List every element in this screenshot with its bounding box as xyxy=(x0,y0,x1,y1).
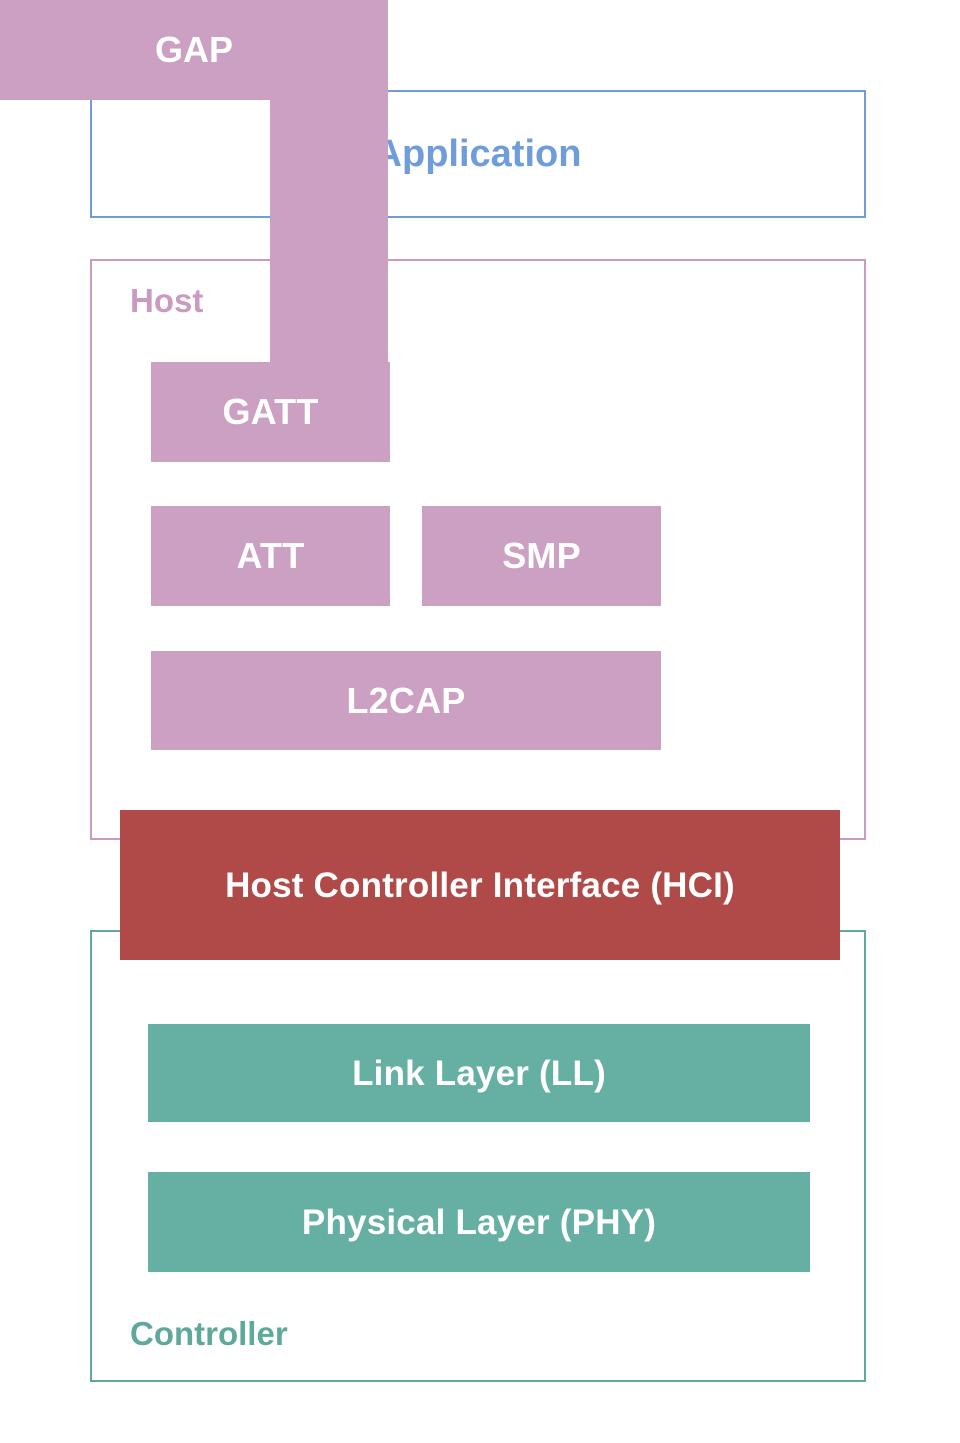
host-group-label: Host xyxy=(130,282,204,319)
block-l2cap: L2CAP xyxy=(151,651,661,750)
block-physical-layer: Physical Layer (PHY) xyxy=(148,1172,810,1272)
block-gap-label: GAP xyxy=(154,29,233,70)
block-gap: GAP xyxy=(0,0,388,388)
block-gap-right-segment xyxy=(270,100,388,388)
block-smp: SMP xyxy=(422,506,661,606)
block-link-layer: Link Layer (LL) xyxy=(148,1024,810,1122)
block-host-controller-interface: Host Controller Interface (HCI) xyxy=(120,810,840,960)
application-layer-box xyxy=(90,90,866,218)
block-gap-top-segment xyxy=(0,0,388,100)
block-att: ATT xyxy=(151,506,390,606)
controller-group-label: Controller xyxy=(130,1315,288,1352)
application-layer-label: Application xyxy=(374,133,582,175)
